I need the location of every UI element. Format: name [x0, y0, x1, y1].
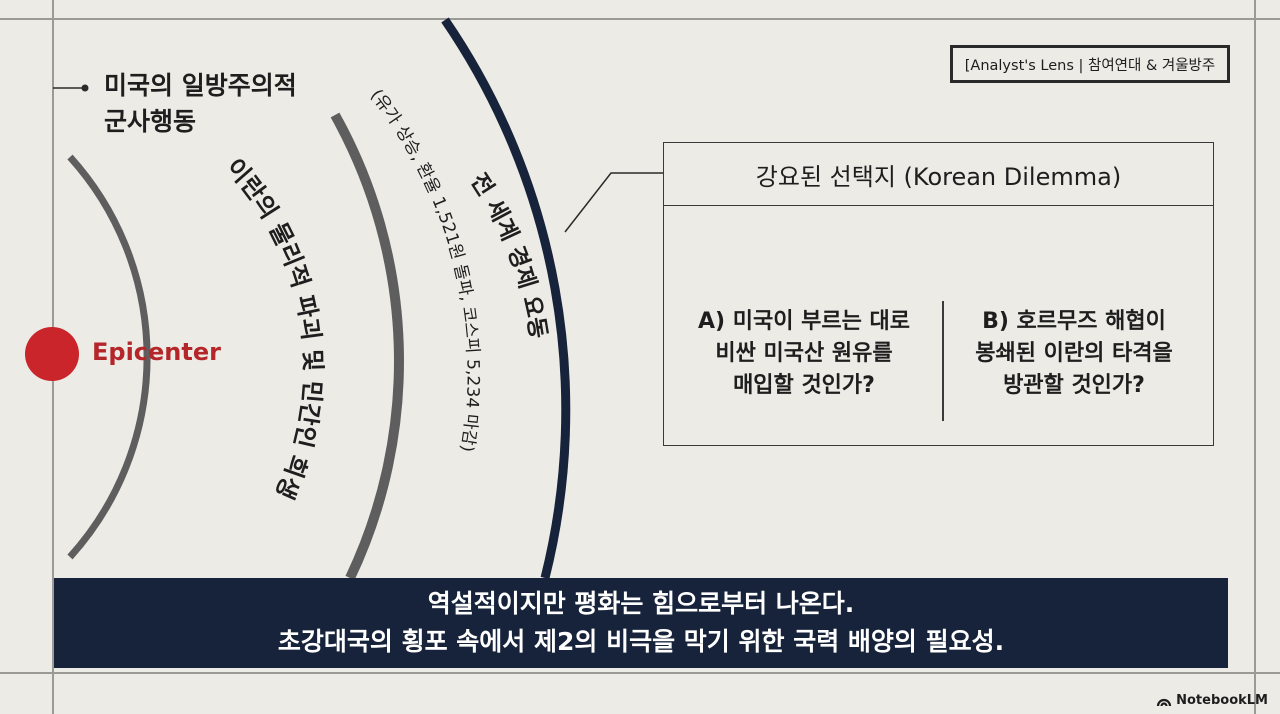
unilateral-action-line-2: 군사행동 [104, 107, 197, 136]
banner-line-1: 역설적이지만 평화는 힘으로부터 나온다. [427, 589, 855, 618]
frame-line-right [1254, 0, 1256, 714]
option-a: A) 미국이 부르는 대로 비싼 미국산 원유를 매입할 것인가? [674, 306, 934, 402]
option-b-line-3: 방관할 것인가? [1003, 373, 1145, 398]
callout-dot [81, 84, 89, 92]
option-a-line-1: A) 미국이 부르는 대로 [698, 309, 910, 334]
epicenter-label: Epicenter [92, 338, 221, 366]
notebooklm-logo-icon [1157, 698, 1172, 706]
option-a-line-3: 매입할 것인가? [733, 373, 875, 398]
inner-ring [67, 154, 151, 560]
dilemma-connector [564, 172, 663, 233]
outer-ring [441, 17, 571, 580]
inner-ring-label: 이란의 물리적 파괴 및 민간인 희생 [221, 153, 327, 503]
frame-line-top [0, 18, 1280, 20]
option-divider [942, 301, 944, 421]
option-a-line-2: 비싼 미국산 원유를 [715, 341, 893, 366]
frame-line-bottom [0, 672, 1280, 674]
epicenter-dot [25, 327, 79, 381]
dilemma-title: 강요된 선택지 (Korean Dilemma) [664, 143, 1213, 206]
option-b-line-2: 봉쇄된 이란의 타격을 [975, 341, 1173, 366]
analysts-lens-badge: [Analyst's Lens | 참여연대 & 겨울방주 [950, 45, 1230, 83]
banner-line-2: 초강대국의 횡포 속에서 제2의 비극을 막기 위한 국력 배양의 필요성. [277, 627, 1005, 656]
brand-name: NotebookLM [1176, 693, 1268, 708]
option-b: B) 호르무즈 해협이 봉쇄된 이란의 타격을 방관할 것인가? [944, 306, 1204, 402]
conclusion-banner: 역설적이지만 평화는 힘으로부터 나온다. 초강대국의 횡포 속에서 제2의 비… [54, 578, 1228, 668]
dilemma-box: 강요된 선택지 (Korean Dilemma) A) 미국이 부르는 대로 비… [663, 142, 1214, 446]
option-b-line-1: B) 호르무즈 해협이 [982, 309, 1166, 334]
unilateral-action-label: 미국의 일방주의적 군사행동 [104, 68, 297, 140]
middle-ring-subtitle: (유가 상승, 환율 1,521원 돌파, 코스피 5,234 마감) [366, 86, 483, 454]
notebooklm-brand: NotebookLM [1156, 693, 1268, 708]
middle-ring [330, 112, 404, 581]
unilateral-action-line-1: 미국의 일방주의적 [104, 71, 297, 100]
